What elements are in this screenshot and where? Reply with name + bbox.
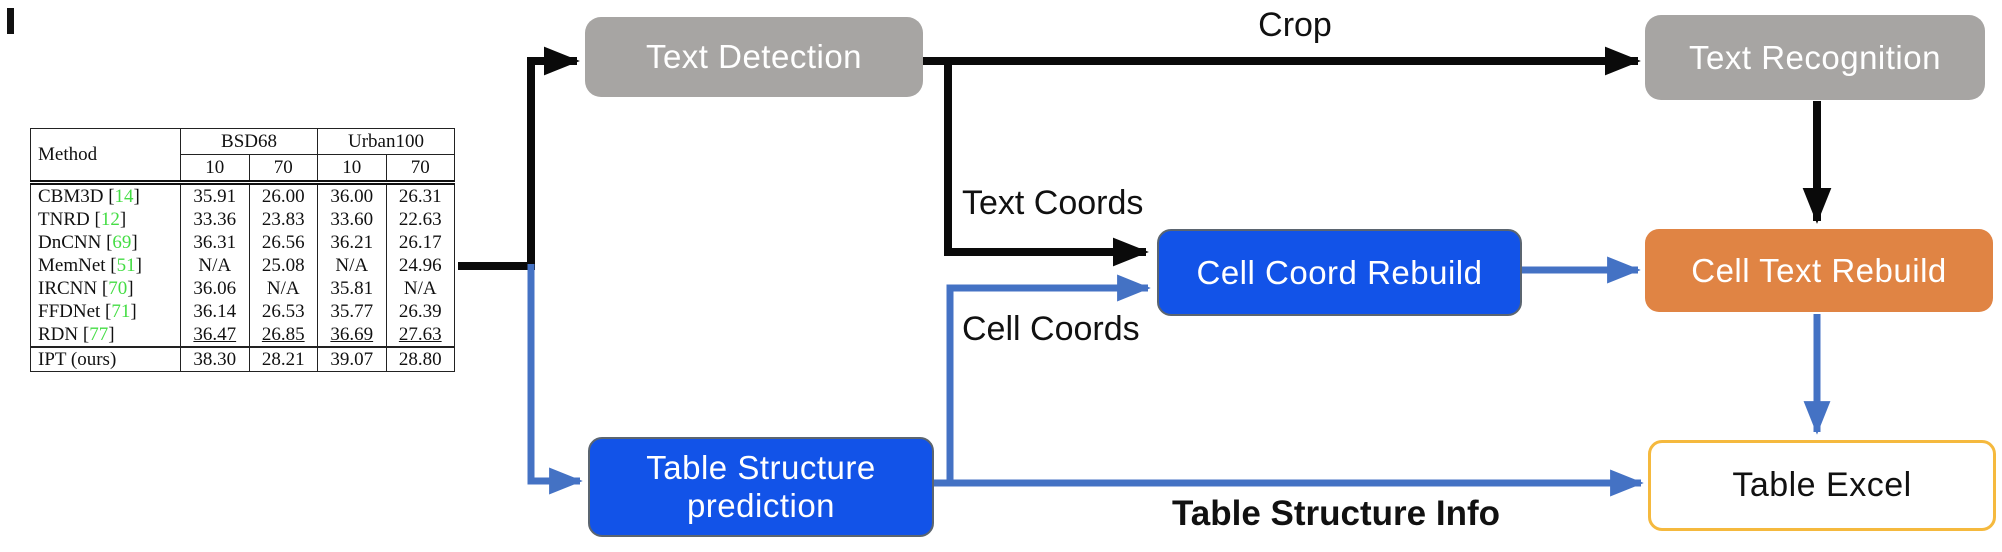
value-cell: 26.39: [385, 300, 455, 323]
method-cell: MemNet [51]: [30, 254, 181, 277]
text-detection-node: Text Detection: [585, 17, 923, 97]
value-cell: 36.69: [317, 323, 387, 347]
value-cell: 26.31: [385, 182, 455, 208]
table-structure-prediction-node: Table Structure prediction: [588, 437, 934, 537]
table-subheader-row: 10 70 10 70: [31, 154, 455, 185]
cell-coords-edge-label: Cell Coords: [962, 310, 1140, 348]
method-name: TNRD: [38, 209, 90, 230]
table-header-row: Method BSD68 Urban100: [30, 128, 455, 185]
value-cell: 22.63: [385, 208, 455, 231]
arrow-table-to-text-detection: [458, 46, 580, 270]
subcolumn-header: 70: [248, 154, 318, 185]
table-row: MemNet [51] N/A 25.08 N/A 24.96: [30, 254, 455, 277]
value-cell: 26.00: [248, 182, 318, 208]
method-name: RDN: [38, 324, 79, 345]
method-name: IRCNN: [38, 278, 98, 299]
table-structure-info-edge-label: Table Structure Info: [1172, 494, 1500, 533]
crop-edge-label: Crop: [1258, 6, 1332, 44]
cell-text-rebuild-node: Cell Text Rebuild: [1645, 229, 1993, 312]
column-group-bsd68: BSD68: [180, 128, 318, 155]
method-cell: FFDNet [71]: [30, 300, 181, 323]
corner-tick-mark: [7, 8, 14, 34]
subcolumn-header: 10: [317, 154, 387, 185]
table-row: TNRD [12] 33.36 23.83 33.60 22.63: [30, 208, 455, 231]
value-cell: 35.77: [317, 300, 387, 323]
method-cell: IRCNN [70]: [30, 277, 181, 300]
value-cell: 35.81: [317, 277, 387, 300]
table-row: FFDNet [71] 36.14 26.53 35.77 26.39: [30, 300, 455, 323]
table-row: DnCNN [69] 36.31 26.56 36.21 26.17: [30, 231, 455, 254]
value-cell: 26.17: [385, 231, 455, 254]
table-structure-prediction-label: Table Structure prediction: [646, 449, 875, 524]
table-row: IRCNN [70] 36.06 N/A 35.81 N/A: [30, 277, 455, 300]
value-cell: 23.83: [248, 208, 318, 231]
label-line-2: prediction: [686, 487, 836, 524]
method-cell: TNRD [12]: [30, 208, 181, 231]
method-name: CBM3D: [38, 186, 104, 207]
citation-number: 69: [112, 232, 132, 253]
value-cell: 36.47: [180, 323, 250, 347]
citation-number: 77: [89, 324, 109, 345]
method-name: DnCNN: [38, 232, 102, 253]
value-cell: 36.21: [317, 231, 387, 254]
method-cell: IPT (ours): [30, 346, 181, 372]
value-cell: 36.06: [180, 277, 250, 300]
subcolumn-header: 70: [385, 154, 455, 185]
value-cell: 36.14: [180, 300, 250, 323]
value-cell: 26.56: [248, 231, 318, 254]
value-cell: 33.60: [317, 208, 387, 231]
input-table-image: Method BSD68 Urban100 10 70 10 70 CBM3D …: [30, 128, 455, 372]
value-cell: 28.21: [248, 346, 318, 372]
method-cell: DnCNN [69]: [30, 231, 181, 254]
value-cell: N/A: [180, 254, 250, 277]
label-line-1: Table Structure: [646, 449, 876, 487]
value-cell: 36.31: [180, 231, 250, 254]
value-cell: N/A: [317, 254, 387, 277]
text-coords-edge-label: Text Coords: [962, 184, 1144, 222]
value-cell: N/A: [385, 277, 455, 300]
table-excel-node: Table Excel: [1648, 440, 1996, 531]
value-cell: N/A: [248, 277, 318, 300]
table-row: CBM3D [14] 35.91 26.00 36.00 26.31: [30, 182, 455, 208]
value-cell: 25.08: [248, 254, 318, 277]
subcolumn-header: 10: [180, 154, 250, 185]
value-cell: 26.85: [248, 323, 318, 347]
value-cell: 28.80: [385, 346, 455, 372]
method-cell: CBM3D [14]: [30, 182, 181, 208]
citation-number: 51: [116, 255, 136, 276]
text-recognition-node: Text Recognition: [1645, 15, 1985, 100]
value-cell: 36.00: [317, 182, 387, 208]
column-group-urban100: Urban100: [317, 128, 455, 155]
citation-number: 14: [114, 186, 134, 207]
value-cell: 26.53: [248, 300, 318, 323]
method-cell: RDN [77]: [30, 323, 181, 347]
citation-number: 71: [111, 301, 131, 322]
table-row: IPT (ours) 38.30 28.21 39.07 28.80: [30, 346, 455, 372]
citation-number: 12: [100, 209, 120, 230]
cell-coord-rebuild-node: Cell Coord Rebuild: [1157, 229, 1522, 316]
value-cell: 27.63: [385, 323, 455, 347]
results-table: Method BSD68 Urban100 10 70 10 70 CBM3D …: [30, 128, 455, 372]
method-name: FFDNet: [38, 301, 101, 322]
value-cell: 33.36: [180, 208, 250, 231]
value-cell: 24.96: [385, 254, 455, 277]
value-cell: 39.07: [317, 346, 387, 372]
method-name: MemNet: [38, 255, 106, 276]
column-header-method: Method: [30, 128, 181, 185]
value-cell: 38.30: [180, 346, 250, 372]
arrow-text-coords-to-cell-coord-rebuild: [944, 61, 1149, 267]
arrow-table-to-structure-prediction: [527, 264, 583, 495]
table-row: RDN [77] 36.47 26.85 36.69 27.63: [30, 323, 455, 347]
citation-number: 70: [108, 278, 128, 299]
value-cell: 35.91: [180, 182, 250, 208]
